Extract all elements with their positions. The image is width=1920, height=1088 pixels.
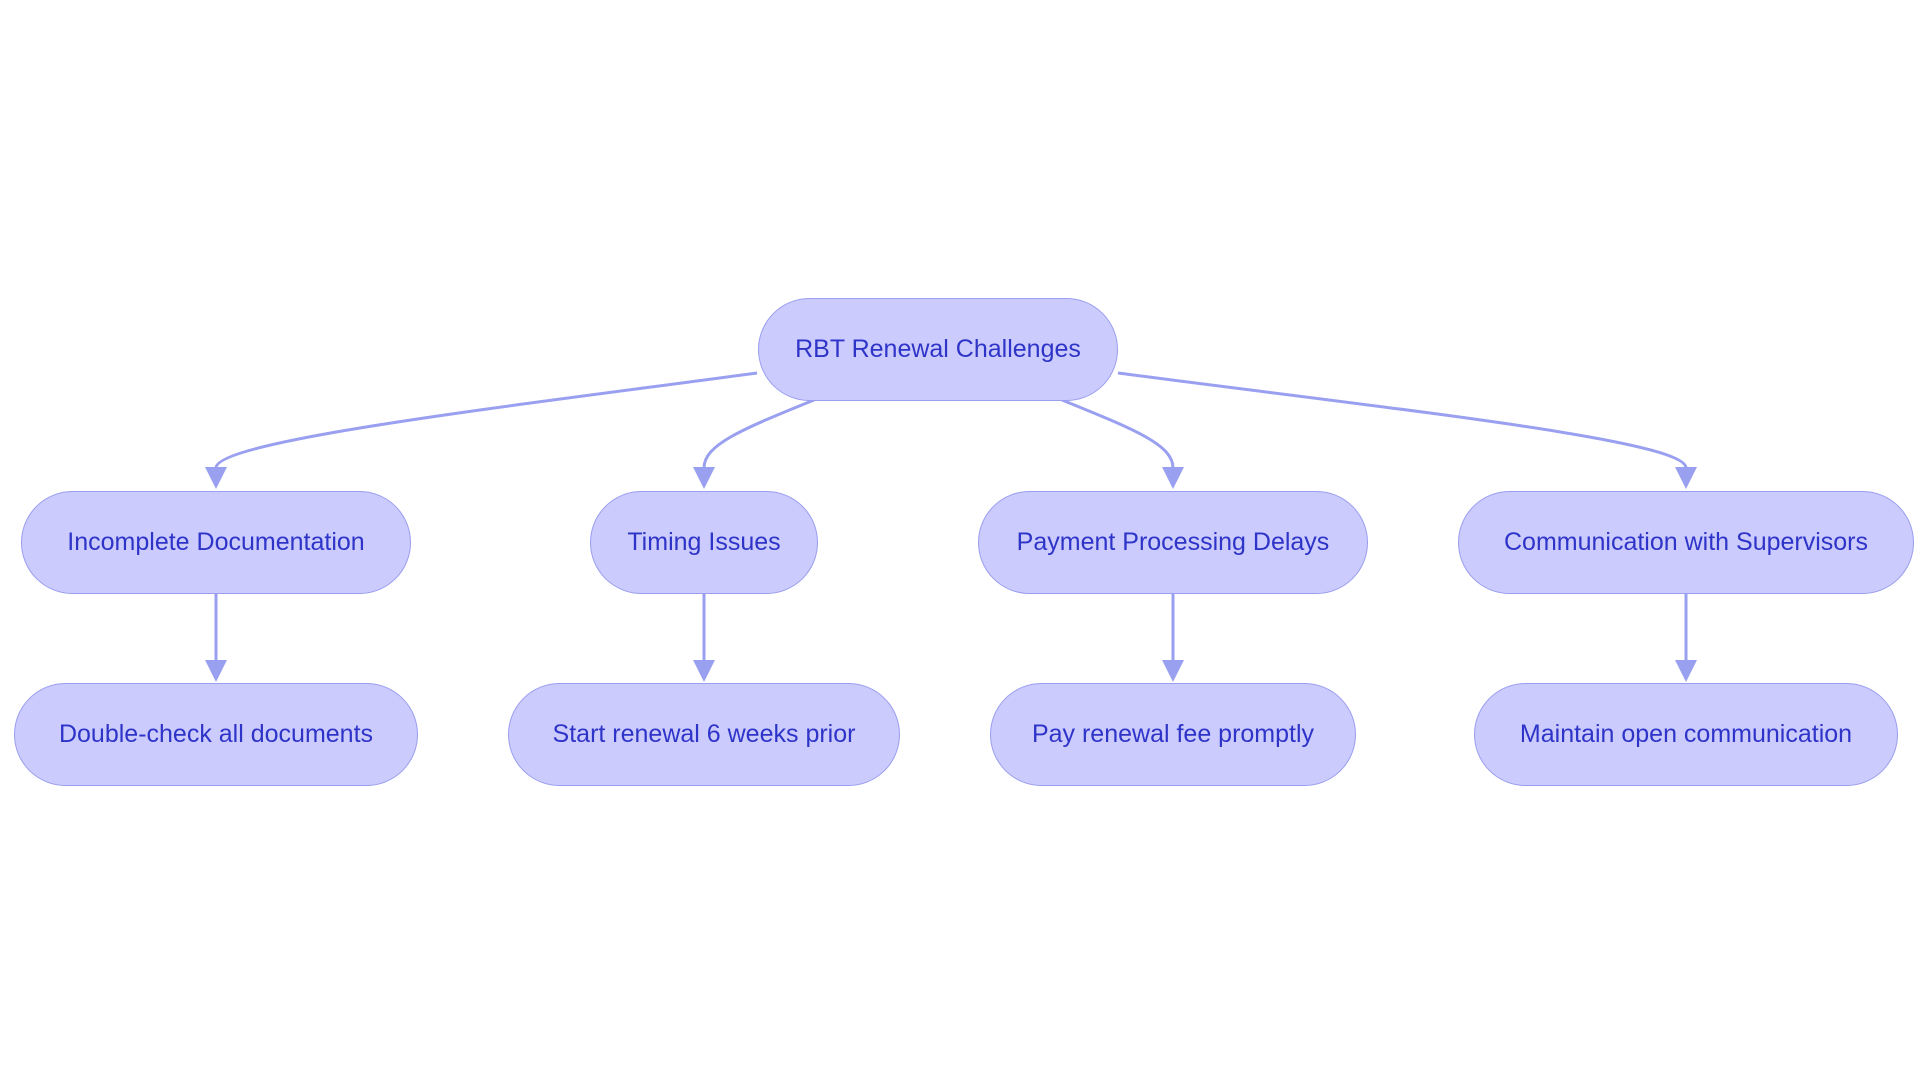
solution-label: Start renewal 6 weeks prior	[552, 720, 856, 748]
solution-label: Double-check all documents	[58, 720, 374, 748]
arrowhead-timing-issues	[693, 467, 715, 489]
challenge-node-incomplete-documentation: Incomplete Documentation	[21, 491, 411, 594]
challenge-node-communication-with-supervisors: Communication with Supervisors	[1458, 491, 1914, 594]
challenge-label: Incomplete Documentation	[67, 528, 365, 556]
edge-root-to-communication-with-supervisors	[1117, 371, 1688, 469]
solution-node-double-check-all-documents: Double-check all documents	[14, 683, 418, 786]
edge-root-to-payment-processing-delays	[1061, 398, 1175, 469]
solution-label: Pay renewal fee promptly	[1031, 720, 1315, 748]
challenge-node-payment-processing-delays: Payment Processing Delays	[978, 491, 1368, 594]
arrowhead-maintain-open-communication	[1675, 660, 1697, 682]
root-node-label: RBT Renewal Challenges	[795, 335, 1081, 363]
arrowhead-start-renewal	[693, 660, 715, 682]
root-node: RBT Renewal Challenges	[758, 298, 1118, 401]
arrowhead-pay-renewal-fee	[1162, 660, 1184, 682]
challenge-label: Payment Processing Delays	[1016, 528, 1330, 556]
challenge-node-timing-issues: Timing Issues	[590, 491, 818, 594]
solution-node-start-renewal: Start renewal 6 weeks prior	[508, 683, 900, 786]
challenge-label: Communication with Supervisors	[1503, 528, 1869, 556]
arrowhead-incomplete-documentation	[205, 467, 227, 489]
arrowhead-payment-processing-delays	[1162, 467, 1184, 489]
edge-root-to-timing-issues	[702, 398, 815, 469]
solution-node-pay-renewal-fee: Pay renewal fee promptly	[990, 683, 1356, 786]
arrowhead-communication-with-supervisors	[1675, 467, 1697, 489]
arrowhead-double-check-all-documents	[205, 660, 227, 682]
solution-node-maintain-open-communication: Maintain open communication	[1474, 683, 1898, 786]
edge-root-to-incomplete-documentation	[214, 371, 758, 469]
solution-label: Maintain open communication	[1519, 720, 1853, 748]
challenge-label: Timing Issues	[627, 528, 781, 556]
